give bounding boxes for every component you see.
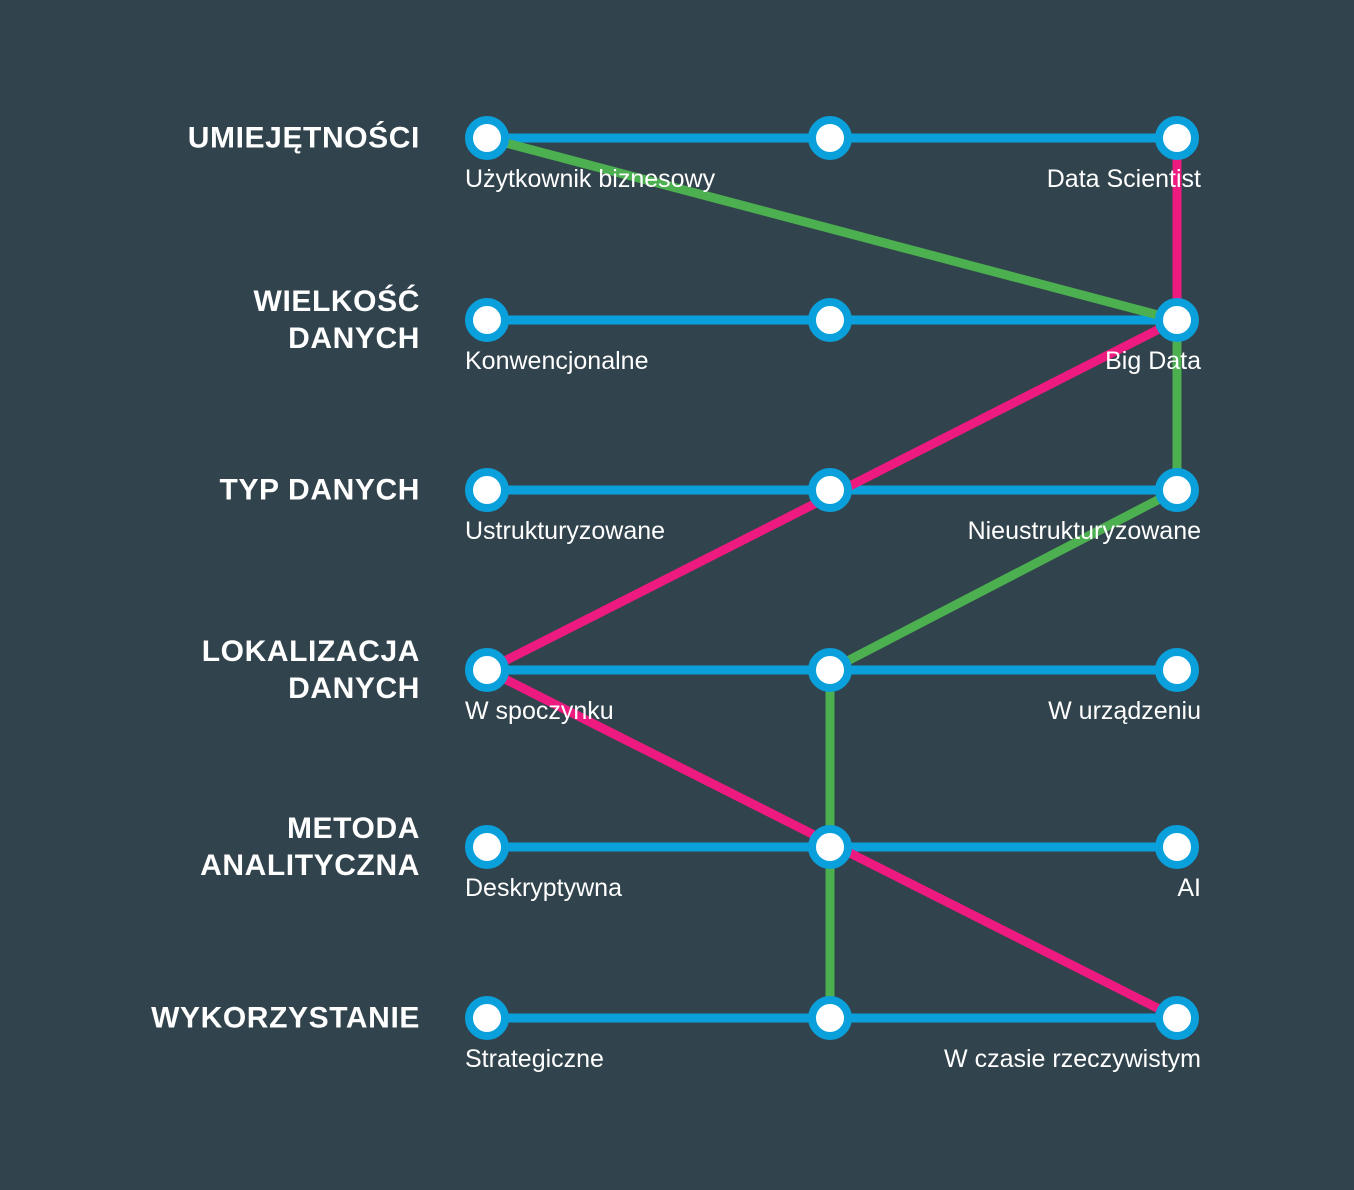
node-circle bbox=[1155, 468, 1199, 512]
row-label-6: WYKORZYSTANIE bbox=[0, 1002, 420, 1055]
node-circle bbox=[808, 648, 852, 692]
row-label-text: UMIEJĘTNOŚCI bbox=[187, 121, 420, 155]
diagram-node[interactable] bbox=[1155, 468, 1199, 512]
node-circle bbox=[465, 468, 509, 512]
node-label: Ustrukturyzowane bbox=[465, 517, 666, 545]
node-label: Big Data bbox=[1105, 347, 1201, 375]
row-label-2: WIELKOŚĆ DANYCH bbox=[0, 285, 420, 394]
node-circle bbox=[808, 468, 852, 512]
diagram-node[interactable] bbox=[1155, 298, 1199, 342]
diagram-node[interactable] bbox=[1155, 116, 1199, 160]
diagram-node[interactable] bbox=[808, 648, 852, 692]
diagram-node[interactable] bbox=[808, 116, 852, 160]
node-circle bbox=[465, 116, 509, 160]
node-circle bbox=[808, 825, 852, 869]
node-circle bbox=[1155, 996, 1199, 1040]
diagram-node[interactable] bbox=[808, 298, 852, 342]
diagram-node[interactable] bbox=[465, 298, 509, 342]
node-circle bbox=[465, 825, 509, 869]
diagram-node[interactable] bbox=[465, 996, 509, 1040]
node-circle bbox=[1155, 298, 1199, 342]
node-layer bbox=[465, 116, 1199, 1040]
node-label: Data Scientist bbox=[1046, 165, 1201, 193]
node-label: AI bbox=[1177, 874, 1201, 902]
row-label-5: METODA ANALITYCZNA bbox=[0, 812, 420, 921]
diagram-node[interactable] bbox=[1155, 825, 1199, 869]
row-label-text: METODA ANALITYCZNA bbox=[200, 812, 420, 882]
diagram-node[interactable] bbox=[808, 468, 852, 512]
diagram-node[interactable] bbox=[465, 468, 509, 512]
row-label-1: UMIEJĘTNOŚCI bbox=[0, 122, 420, 175]
node-circle bbox=[1155, 825, 1199, 869]
node-circle bbox=[808, 116, 852, 160]
diagram-node[interactable] bbox=[808, 996, 852, 1040]
row-label-text: WIELKOŚĆ DANYCH bbox=[253, 285, 420, 355]
row-label-text: WYKORZYSTANIE bbox=[151, 1001, 420, 1035]
node-circle bbox=[1155, 648, 1199, 692]
node-label: Nieustrukturyzowane bbox=[967, 517, 1201, 545]
row-label-3: TYP DANYCH bbox=[0, 474, 420, 527]
node-circle bbox=[465, 648, 509, 692]
node-label: W urządzeniu bbox=[1048, 697, 1201, 725]
node-label: W czasie rzeczywistym bbox=[944, 1045, 1201, 1073]
node-label: Użytkownik biznesowy bbox=[465, 165, 716, 193]
node-circle bbox=[1155, 116, 1199, 160]
diagram-node[interactable] bbox=[1155, 996, 1199, 1040]
row-label-text: LOKALIZACJA DANYCH bbox=[201, 635, 420, 705]
diagram-node[interactable] bbox=[465, 648, 509, 692]
diagram-node[interactable] bbox=[808, 825, 852, 869]
diagram-node[interactable] bbox=[1155, 648, 1199, 692]
node-label: W spoczynku bbox=[465, 697, 614, 725]
node-circle bbox=[465, 996, 509, 1040]
diagram-node[interactable] bbox=[465, 825, 509, 869]
row-label-4: LOKALIZACJA DANYCH bbox=[0, 635, 420, 744]
row-label-text: TYP DANYCH bbox=[219, 473, 420, 507]
node-label: Strategiczne bbox=[465, 1045, 604, 1073]
node-label: Konwencjonalne bbox=[465, 347, 649, 375]
diagram-node[interactable] bbox=[465, 116, 509, 160]
node-label: Deskryptywna bbox=[465, 874, 622, 902]
node-circle bbox=[808, 996, 852, 1040]
node-circle bbox=[465, 298, 509, 342]
node-circle bbox=[808, 298, 852, 342]
